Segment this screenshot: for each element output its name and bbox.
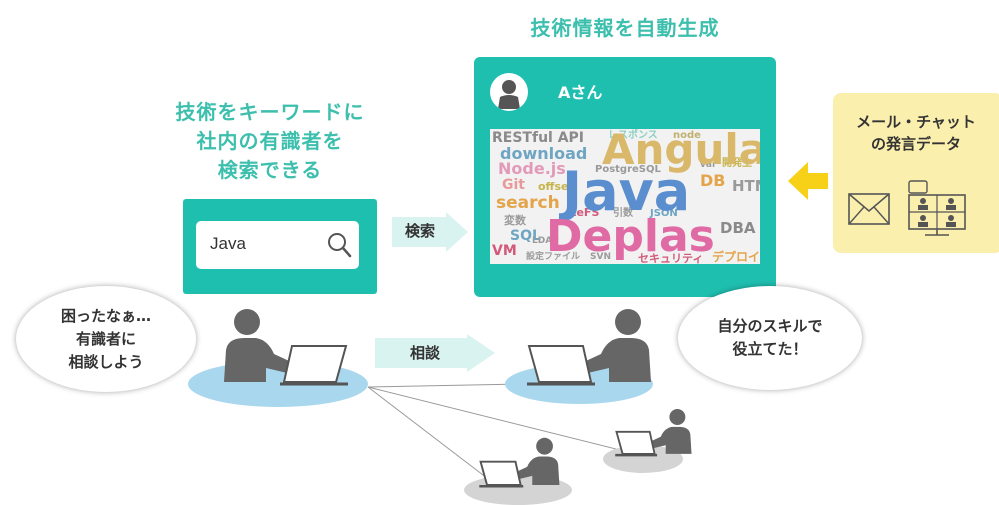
data-source-title-line: メール・チャット	[856, 113, 976, 131]
bubble-line: 役立てた！	[732, 340, 808, 358]
data-source-title: メール・チャット の発言データ	[833, 111, 999, 155]
cloud-word: SVN	[590, 252, 611, 262]
cloud-word: DB	[700, 171, 726, 190]
cloud-word: 開発生	[722, 158, 752, 169]
cloud-word: VM	[492, 243, 517, 259]
person-icon	[498, 80, 520, 109]
bubble-line: 自分のスキルで	[717, 317, 823, 335]
cloud-word: RESTful API	[492, 130, 585, 146]
cloud-word: HTML	[732, 177, 760, 195]
heading-line: 技術をキーワードに	[175, 100, 365, 124]
speech-bubble-left: 困ったなぁ… 有識者に 相談しよう	[16, 286, 196, 392]
speech-bubble-right: 自分のスキルで 役立てた！	[678, 286, 862, 390]
data-source-box: メール・チャット の発言データ	[833, 93, 999, 253]
cloud-word: search	[496, 193, 560, 213]
word-cloud: RESTful API レスポンス node download Node.js …	[490, 129, 760, 264]
data-flow-arrow	[788, 162, 828, 200]
search-panel: Java	[183, 199, 377, 294]
cloud-word: DBA	[720, 219, 756, 237]
consult-arrow-label: 相談	[409, 344, 440, 362]
cloud-word: node	[673, 130, 701, 141]
cloud-word: セキュリティ	[638, 252, 704, 264]
data-source-title-line: の発言データ	[870, 135, 961, 153]
heading-search-by-keyword: 技術をキーワードに 社内の有識者を 検索できる	[140, 98, 400, 185]
heading-line: 社内の有識者を	[196, 129, 344, 153]
cloud-word: offset	[538, 180, 574, 193]
cloud-word-major: Deplas	[546, 211, 715, 262]
search-icon[interactable]	[326, 231, 352, 259]
cloud-word: var	[700, 160, 717, 170]
cloud-word: デプロイ	[712, 250, 760, 264]
cloud-word-major: Java	[562, 160, 691, 223]
cloud-word: SQL	[510, 228, 541, 244]
cloud-word: download	[500, 144, 588, 163]
profile-card: Aさん RESTful API レスポンス node download Node…	[474, 57, 776, 297]
search-input[interactable]: Java	[196, 221, 359, 269]
search-input-value: Java	[210, 234, 246, 253]
cloud-word: ReFS	[568, 206, 600, 219]
bubble-line: 相談しよう	[68, 352, 144, 371]
video-chat-icon	[908, 180, 966, 236]
profile-name: Aさん	[558, 83, 603, 102]
search-arrow-label: 検索	[404, 222, 435, 240]
cloud-word: PostgreSQL	[595, 164, 661, 175]
cloud-word: 設定ファイル	[526, 252, 581, 262]
cloud-word-major: Angular	[602, 129, 760, 174]
person-with-laptop	[224, 309, 348, 386]
mail-icon	[848, 193, 890, 225]
person-with-laptop	[527, 309, 651, 386]
bubble-line: 困ったなぁ…	[60, 306, 151, 325]
consult-arrow	[375, 334, 495, 372]
cloud-word: レスポンス	[608, 130, 658, 141]
cloud-word: JSON	[650, 208, 678, 219]
person-with-laptop	[615, 409, 692, 457]
search-arrow	[392, 212, 468, 252]
cloud-word: Node.js	[498, 159, 566, 178]
person-with-laptop	[479, 437, 560, 488]
cloud-word: LDAP	[532, 236, 559, 246]
avatar	[490, 73, 528, 111]
cloud-word: 変数	[504, 214, 526, 227]
cloud-word: 引数	[613, 208, 633, 219]
cloud-word: Git	[502, 177, 525, 193]
heading-auto-generate: 技術情報を自動生成	[530, 16, 720, 40]
bubble-line: 有識者に	[75, 329, 136, 348]
heading-line: 検索できる	[217, 158, 323, 182]
